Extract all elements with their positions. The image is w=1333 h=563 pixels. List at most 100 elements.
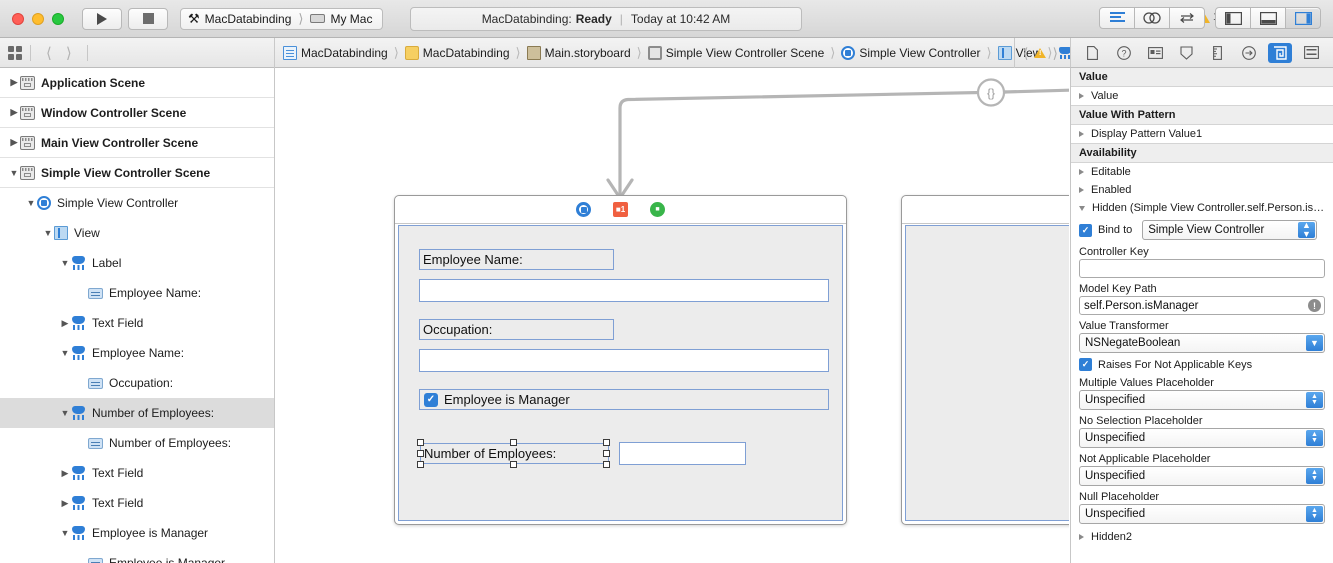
warning-badge-icon[interactable]: !: [1308, 299, 1321, 312]
close-window-button[interactable]: [12, 12, 24, 25]
chevron-right-icon[interactable]: [1079, 93, 1084, 99]
selection-handle[interactable]: [417, 461, 424, 468]
selection-handle[interactable]: [417, 439, 424, 446]
occupation-label[interactable]: Occupation:: [419, 319, 614, 340]
value-transformer-popup[interactable]: NSNegateBoolean ▼: [1079, 333, 1325, 353]
outline-row[interactable]: View: [0, 218, 274, 248]
disclosure-triangle[interactable]: [59, 498, 71, 509]
size-inspector-tab[interactable]: [1206, 43, 1230, 63]
run-button[interactable]: [82, 7, 122, 30]
bind-to-row[interactable]: ✓ Bind to Simple View Controller ▲▼: [1071, 217, 1333, 243]
attributes-inspector-tab[interactable]: [1174, 43, 1198, 63]
selection-handle[interactable]: [603, 450, 610, 457]
selection-handle[interactable]: [510, 461, 517, 468]
disclosure-triangle[interactable]: [8, 77, 20, 88]
back-button[interactable]: ⟨: [46, 44, 52, 62]
bind-to-checkbox[interactable]: ✓: [1079, 223, 1092, 237]
number-of-employees-textfield[interactable]: [619, 442, 746, 465]
disclosure-triangle[interactable]: [59, 258, 71, 268]
table-view-controller-scene[interactable]: T: [901, 195, 1069, 525]
binding-row-display-pattern[interactable]: Display Pattern Value1: [1071, 125, 1333, 143]
version-editor-button[interactable]: [1169, 7, 1205, 29]
outline-row[interactable]: Number of Employees:: [0, 398, 274, 428]
stop-button[interactable]: [128, 7, 168, 30]
activity-status-bar[interactable]: MacDatabinding: Ready | Today at 10:42 A…: [410, 7, 802, 31]
outline-row[interactable]: Text Field: [0, 308, 274, 338]
outline-row[interactable]: Simple View Controller: [0, 188, 274, 218]
selection-handle[interactable]: [417, 450, 424, 457]
null-placeholder-popup[interactable]: Unspecified ▲▼: [1079, 504, 1325, 524]
simple-view-controller-scene[interactable]: ■1 ■ Employee Name: Occupation: ✓ Employ…: [394, 195, 847, 525]
breadcrumb-item-storyboard[interactable]: Main.storyboard: [526, 45, 631, 60]
warning-icon[interactable]: [1034, 48, 1047, 58]
raises-checkbox[interactable]: ✓: [1079, 358, 1092, 371]
forward-button[interactable]: ⟩: [65, 44, 72, 62]
outline-row[interactable]: Text Field: [0, 458, 274, 488]
chevron-right-icon[interactable]: [1079, 169, 1084, 175]
identity-inspector-tab[interactable]: [1143, 43, 1167, 63]
previous-issue-button[interactable]: ⟨: [1023, 44, 1029, 61]
outline-row[interactable]: Employee is Manager: [0, 518, 274, 548]
disclosure-triangle[interactable]: [59, 528, 71, 538]
breadcrumb-item-view-controller[interactable]: Simple View Controller: [841, 45, 981, 60]
selection-handle[interactable]: [603, 461, 610, 468]
chevron-right-icon[interactable]: [1079, 131, 1084, 137]
next-issue-button[interactable]: ⟩: [1052, 44, 1058, 61]
outline-row[interactable]: Label: [0, 248, 274, 278]
binding-row-value[interactable]: Value: [1071, 87, 1333, 105]
disclosure-triangle[interactable]: [59, 318, 71, 329]
navigator-grid-icon[interactable]: [8, 45, 22, 60]
outline-row[interactable]: Number of Employees:: [0, 428, 274, 458]
assistant-editor-button[interactable]: [1134, 7, 1170, 29]
document-outline[interactable]: Application SceneWindow Controller Scene…: [0, 68, 275, 563]
selection-handle[interactable]: [603, 439, 610, 446]
zoom-window-button[interactable]: [52, 12, 64, 25]
connections-inspector-tab[interactable]: [1237, 43, 1261, 63]
utilities-toggle-button[interactable]: [1285, 7, 1321, 29]
scene-view-body[interactable]: [905, 225, 1069, 521]
employee-name-label[interactable]: Employee Name:: [419, 249, 614, 270]
bindings-inspector[interactable]: Value Value Value With Pattern Display P…: [1070, 68, 1333, 563]
outline-row[interactable]: Simple View Controller Scene: [0, 158, 274, 188]
disclosure-triangle[interactable]: [8, 107, 20, 118]
breadcrumb-item-project[interactable]: MacDatabinding: [283, 45, 388, 60]
disclosure-triangle[interactable]: [25, 198, 37, 208]
debug-toggle-button[interactable]: [1250, 7, 1286, 29]
model-key-path-input[interactable]: self.Person.isManager !: [1079, 296, 1325, 315]
storyboard-canvas[interactable]: {} ■1 ■ Employee Name: Occupation: ✓: [276, 68, 1069, 563]
disclosure-triangle[interactable]: [42, 228, 54, 238]
disclosure-triangle[interactable]: [59, 408, 71, 418]
outline-row[interactable]: Text Field: [0, 488, 274, 518]
outline-row[interactable]: Application Scene: [0, 68, 274, 98]
breadcrumb-item-scene[interactable]: Simple View Controller Scene: [647, 45, 824, 60]
effects-inspector-tab[interactable]: [1299, 43, 1323, 63]
standard-editor-button[interactable]: [1099, 7, 1135, 29]
disclosure-triangle[interactable]: [59, 468, 71, 479]
scene-view-body[interactable]: Employee Name: Occupation: ✓ Employee is…: [398, 225, 843, 521]
outline-row[interactable]: Occupation:: [0, 368, 274, 398]
breadcrumb-item-folder[interactable]: MacDatabinding: [404, 45, 510, 60]
selection-handle[interactable]: [510, 439, 517, 446]
disclosure-triangle[interactable]: [8, 137, 20, 148]
employee-name-textfield[interactable]: [419, 279, 829, 302]
minimize-window-button[interactable]: [32, 12, 44, 25]
navigator-toggle-button[interactable]: [1215, 7, 1251, 29]
not-applicable-placeholder-popup[interactable]: Unspecified ▲▼: [1079, 466, 1325, 486]
outline-row[interactable]: Employee Name:: [0, 278, 274, 308]
binding-row-hidden2[interactable]: Hidden2: [1071, 528, 1333, 546]
chevron-right-icon[interactable]: [1079, 187, 1084, 193]
quick-help-inspector-tab[interactable]: ?: [1112, 43, 1136, 63]
binding-row-hidden[interactable]: Hidden (Simple View Controller.self.Pers…: [1071, 199, 1333, 217]
outline-row[interactable]: Employee Name:: [0, 338, 274, 368]
first-responder-icon[interactable]: ■1: [613, 202, 628, 217]
raises-for-not-applicable-keys-row[interactable]: ✓ Raises For Not Applicable Keys: [1071, 355, 1333, 374]
controller-key-input[interactable]: [1079, 259, 1325, 278]
outline-row[interactable]: Main View Controller Scene: [0, 128, 274, 158]
user-defaults-controller-icon[interactable]: ■: [650, 202, 665, 217]
chevron-right-icon[interactable]: [1079, 534, 1084, 540]
view-controller-icon[interactable]: [576, 202, 591, 217]
outline-row[interactable]: Window Controller Scene: [0, 98, 274, 128]
disclosure-triangle[interactable]: [59, 348, 71, 358]
bind-to-popup[interactable]: Simple View Controller ▲▼: [1142, 220, 1317, 240]
scheme-selector[interactable]: ⚒ MacDatabinding ⟩ My Mac: [180, 7, 384, 30]
